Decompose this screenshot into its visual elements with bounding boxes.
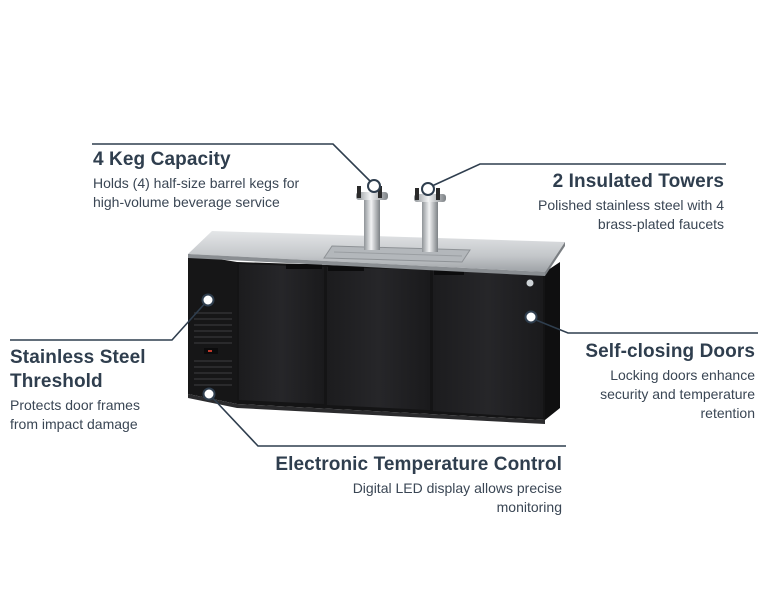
title-line: Threshold <box>10 371 103 392</box>
callout-description: Protects door frames from impact damage <box>10 396 200 434</box>
leader-line-threshold <box>10 299 209 341</box>
callout-title: 2 Insulated Towers <box>552 171 724 192</box>
door-handle <box>286 264 322 269</box>
description-line: retention <box>700 405 755 421</box>
cabinet-right-side <box>545 262 560 420</box>
tap-handle <box>436 188 440 200</box>
description-line: Protects door frames <box>10 397 140 413</box>
leader-lines <box>10 143 758 447</box>
tap-handle <box>357 186 361 198</box>
callout-title: 4 Keg Capacity <box>93 149 231 170</box>
callout-description: Digital LED display allows precise monit… <box>232 479 562 517</box>
brand-badge <box>526 279 534 287</box>
beer-tower-right <box>414 183 446 252</box>
leader-line-keg <box>92 143 373 184</box>
callout-markers <box>201 179 538 401</box>
callout-insulated-towers: 2 Insulated Towers Polished stainless st… <box>464 170 724 234</box>
door-handle <box>328 266 364 271</box>
description-line: from impact damage <box>10 416 138 432</box>
led-indicator <box>208 350 212 352</box>
door-right <box>433 270 543 418</box>
description-line: Digital LED display allows precise <box>352 480 562 496</box>
description-line: security and temperature <box>600 386 755 402</box>
callout-temperature-control: Electronic Temperature Control Digital L… <box>232 453 562 517</box>
leader-line-towers <box>431 163 726 187</box>
marker-dot-towers <box>421 182 435 196</box>
description-line: high-volume beverage service <box>93 194 280 210</box>
marker-dot-temperature <box>202 387 216 401</box>
callout-self-closing-doors: Self-closing Doors Locking doors enhance… <box>535 340 755 423</box>
description-line: Polished stainless steel with 4 <box>538 197 724 213</box>
title-line: Stainless Steel <box>10 347 146 368</box>
leader-line-doors <box>530 317 758 334</box>
callout-title: Stainless Steel Threshold <box>10 346 200 394</box>
door-handle <box>434 270 464 275</box>
keg-cooler-cabinet <box>188 254 560 424</box>
description-line: Locking doors enhance <box>610 367 755 383</box>
door-left <box>239 264 324 404</box>
callout-description: Holds (4) half-size barrel kegs for high… <box>93 174 353 212</box>
description-line: Holds (4) half-size barrel kegs for <box>93 175 300 191</box>
tap-handle <box>378 186 382 198</box>
callout-title: Self-closing Doors <box>585 341 755 362</box>
marker-dot-threshold <box>201 293 215 307</box>
vent-grille <box>194 312 232 386</box>
callout-description: Locking doors enhance security and tempe… <box>535 366 755 423</box>
callout-title: Electronic Temperature Control <box>275 454 562 475</box>
door-middle <box>327 267 430 410</box>
callout-description: Polished stainless steel with 4 brass-pl… <box>464 196 724 234</box>
tap-handle <box>415 188 419 200</box>
leader-line-temperature <box>208 393 566 447</box>
description-line: brass-plated faucets <box>597 216 724 232</box>
callout-stainless-threshold: Stainless Steel Threshold Protects door … <box>10 346 200 434</box>
marker-dot-keg <box>367 179 381 193</box>
description-line: monitoring <box>496 499 562 515</box>
callout-keg-capacity: 4 Keg Capacity Holds (4) half-size barre… <box>93 148 353 212</box>
marker-dot-doors <box>524 310 538 324</box>
